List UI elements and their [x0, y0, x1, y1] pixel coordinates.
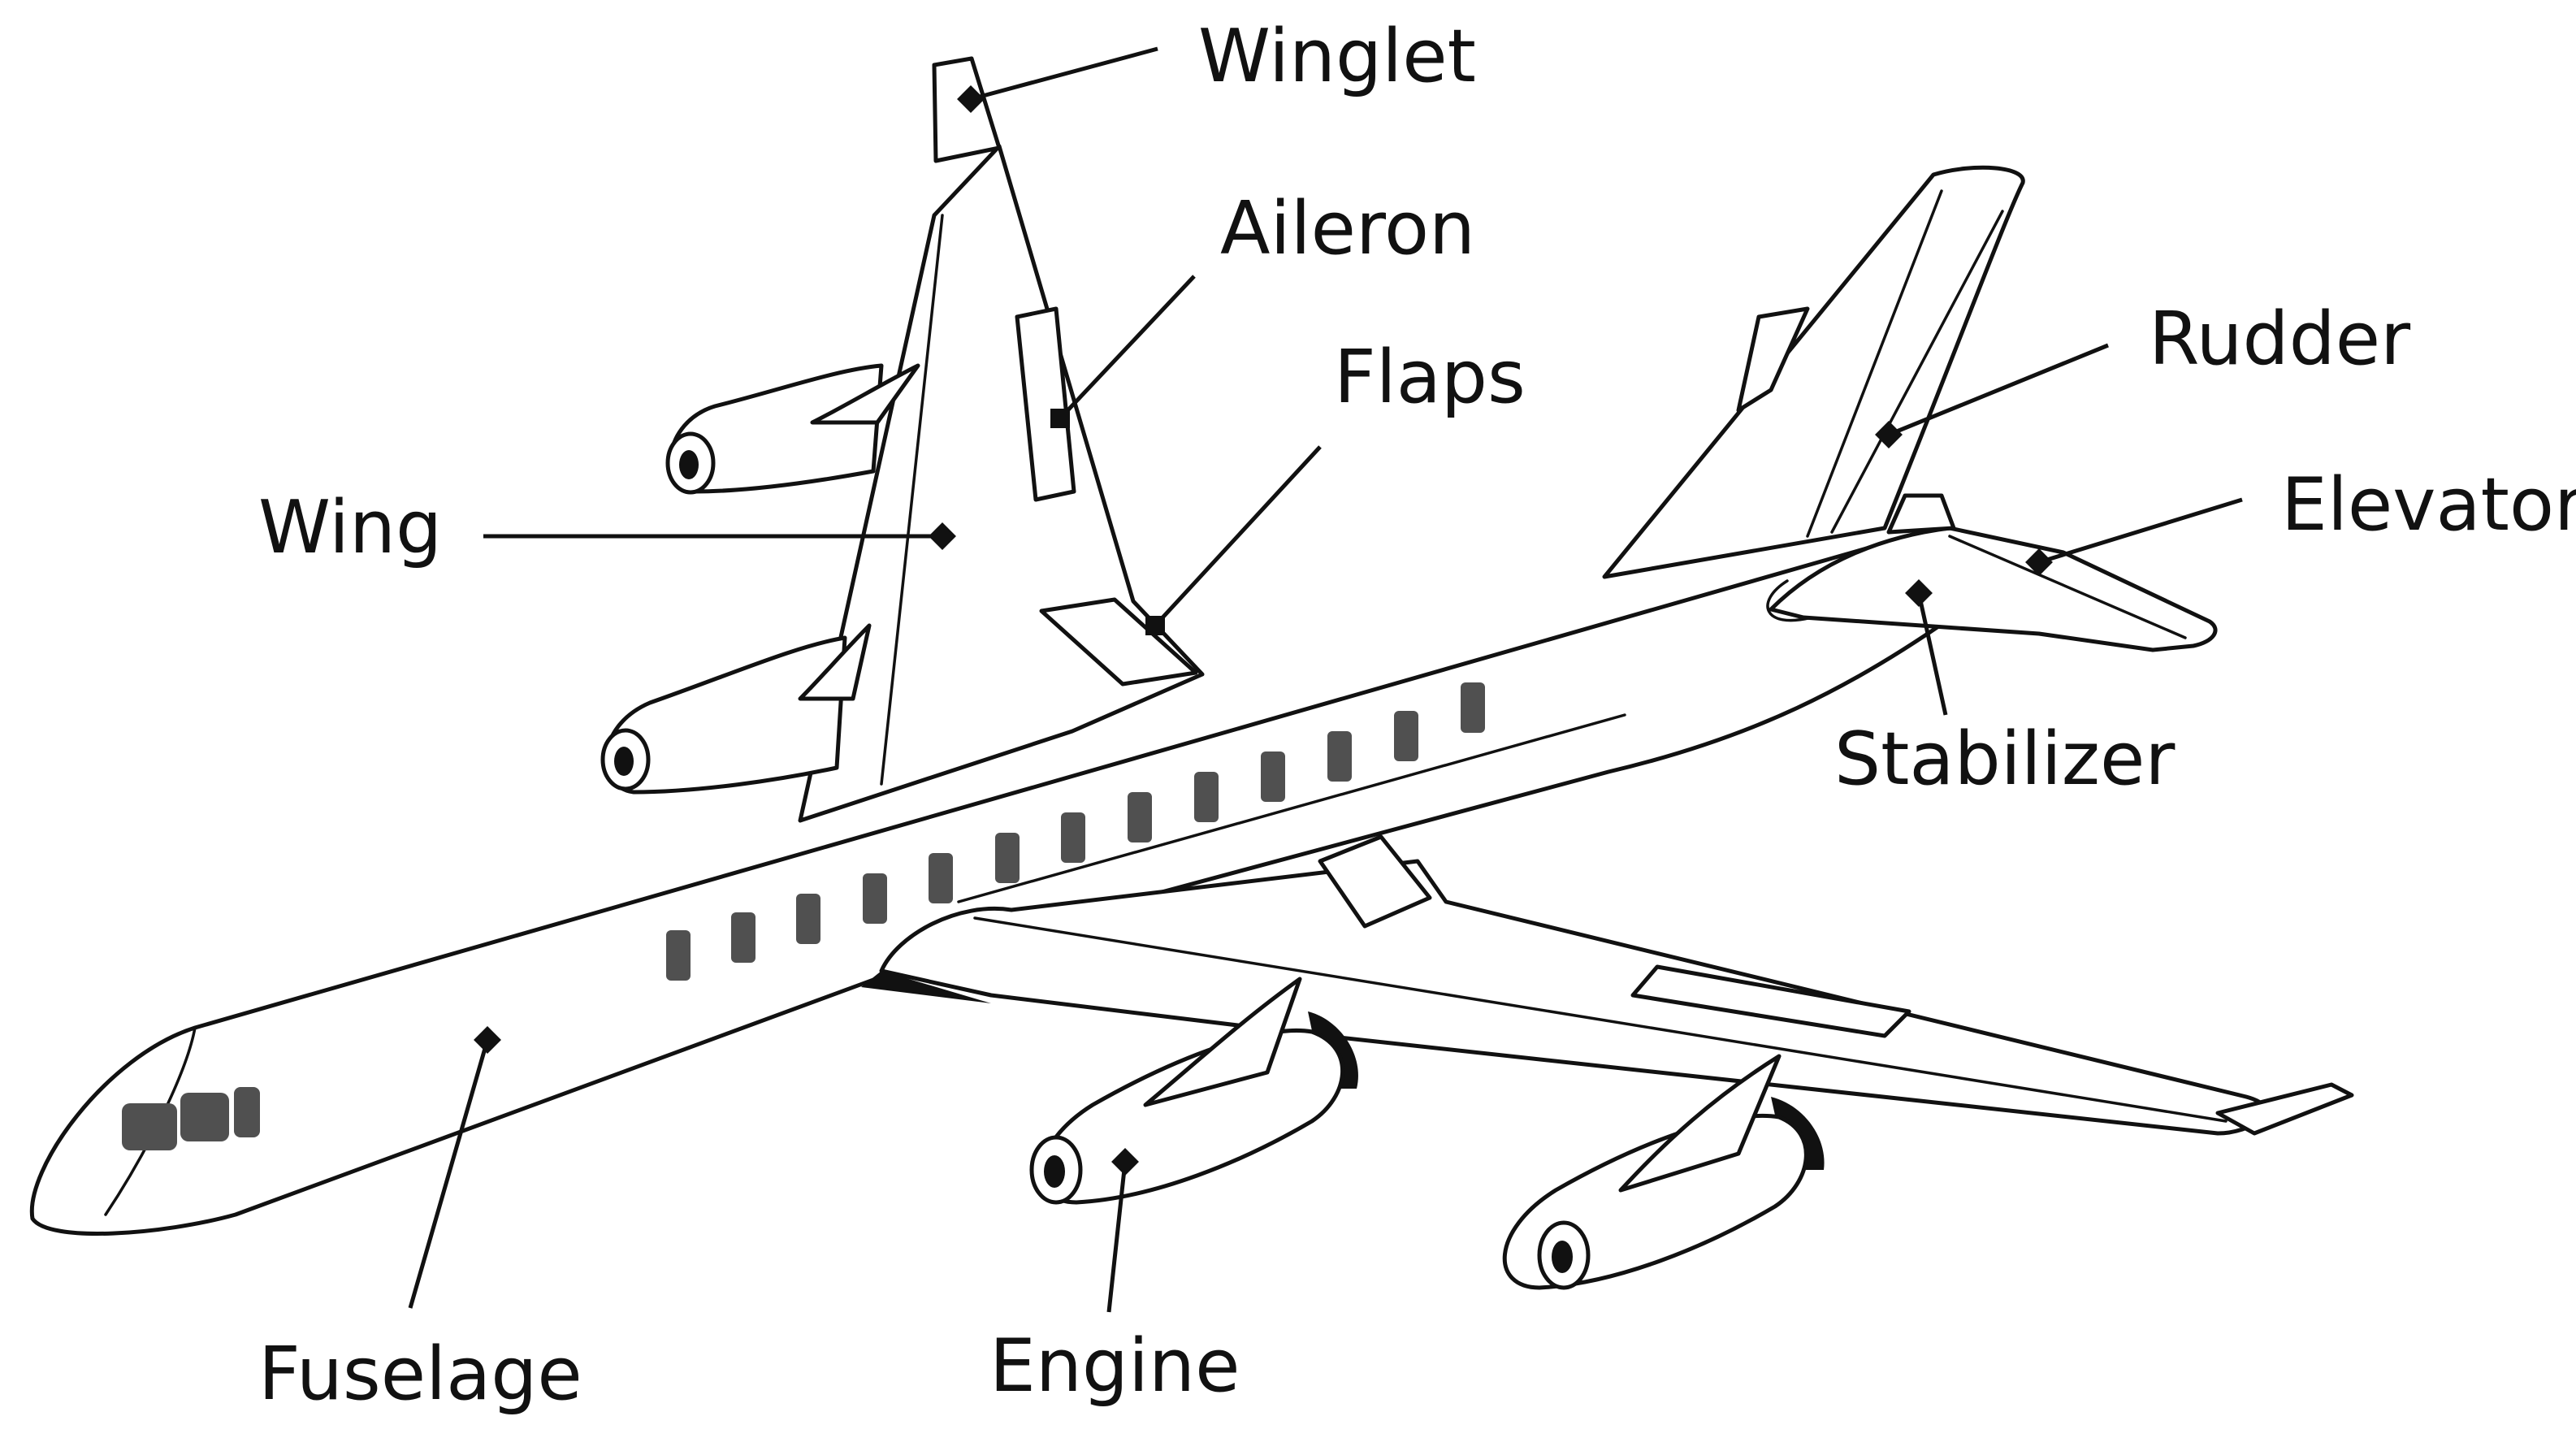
- far-wing: [798, 56, 1205, 823]
- leader-fuselage: [408, 1039, 490, 1309]
- label-fuselage: Fuselage: [258, 1332, 582, 1417]
- far-aileron: [1015, 306, 1076, 502]
- far-engine-inner: [600, 623, 872, 795]
- near-wing: [861, 834, 2354, 1136]
- far-winglet: [932, 56, 1002, 163]
- near-flap: [1318, 834, 1432, 929]
- vertical-tail: [1602, 165, 2025, 579]
- horizontal-stabilizer: [1769, 493, 2218, 652]
- label-aileron: Aileron: [1220, 186, 1475, 271]
- dorsal-fin: [1736, 306, 1810, 413]
- label-wing: Wing: [258, 485, 442, 570]
- far-engine-outer: [665, 363, 920, 495]
- leader-engine: [1106, 1161, 1128, 1313]
- label-flaps: Flaps: [1334, 335, 1526, 420]
- far-flap: [1039, 597, 1198, 687]
- label-winglet: Winglet: [1198, 14, 1476, 99]
- near-engine-outer: [1502, 1054, 1825, 1290]
- leader-winglet: [970, 46, 1158, 102]
- leader-aileron: [1059, 275, 1196, 420]
- leader-lines: [408, 46, 2243, 1313]
- leader-rudder: [1888, 343, 2109, 437]
- cabin-windows: [666, 682, 1485, 981]
- leader-stabilizer: [1916, 592, 1948, 716]
- near-winglet: [2215, 1082, 2354, 1136]
- label-elevator: Elevator: [2281, 462, 2576, 548]
- cockpit-windows: [122, 1087, 260, 1150]
- leader-flaps: [1154, 445, 1322, 627]
- label-stabilizer: Stabilizer: [1834, 717, 2175, 802]
- label-engine: Engine: [989, 1323, 1240, 1409]
- part-labels: Winglet Aileron Flaps Rudder Elevator Wi…: [258, 14, 2576, 1417]
- label-rudder: Rudder: [2149, 297, 2410, 382]
- leader-elevator: [2038, 497, 2243, 565]
